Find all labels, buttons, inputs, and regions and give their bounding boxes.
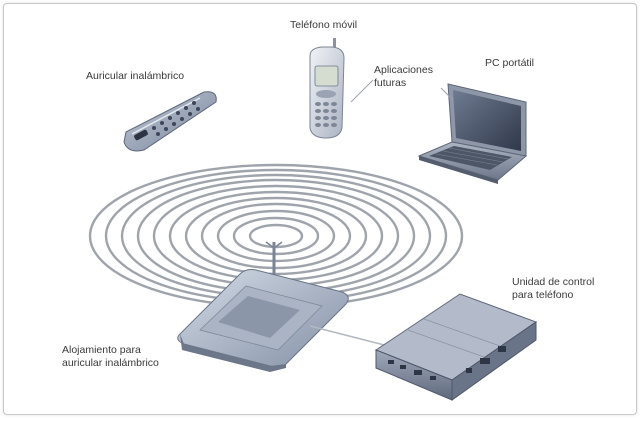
label-phone: Teléfono móvil: [290, 19, 358, 31]
label-laptop: PC portátil: [485, 57, 535, 69]
label-control-unit-2: para teléfono: [512, 289, 574, 301]
label-headset: Auricular inalámbrico: [86, 70, 185, 82]
diagram-artwork: [88, 38, 538, 401]
wireless-headset-illustration: [123, 91, 217, 152]
label-future-apps-1: Aplicaciones: [374, 64, 433, 76]
control-unit-illustration: [374, 293, 538, 401]
label-control-unit-1: Unidad de control: [512, 276, 595, 288]
mobile-phone-illustration: [309, 38, 345, 139]
label-cradle-2: auricular inalámbrico: [62, 357, 159, 369]
laptop-illustration: [417, 83, 528, 184]
future-apps-leader: [350, 79, 374, 103]
connection-cable: [309, 325, 397, 349]
headset-cradle-illustration: [177, 241, 349, 372]
diagram-frame: Teléfono móvil Auricular inalámbrico Apl…: [3, 3, 637, 415]
label-cradle-1: Alojamiento para: [62, 344, 141, 356]
label-future-apps-2: futuras: [374, 77, 407, 89]
laptop-leader: [440, 87, 454, 101]
